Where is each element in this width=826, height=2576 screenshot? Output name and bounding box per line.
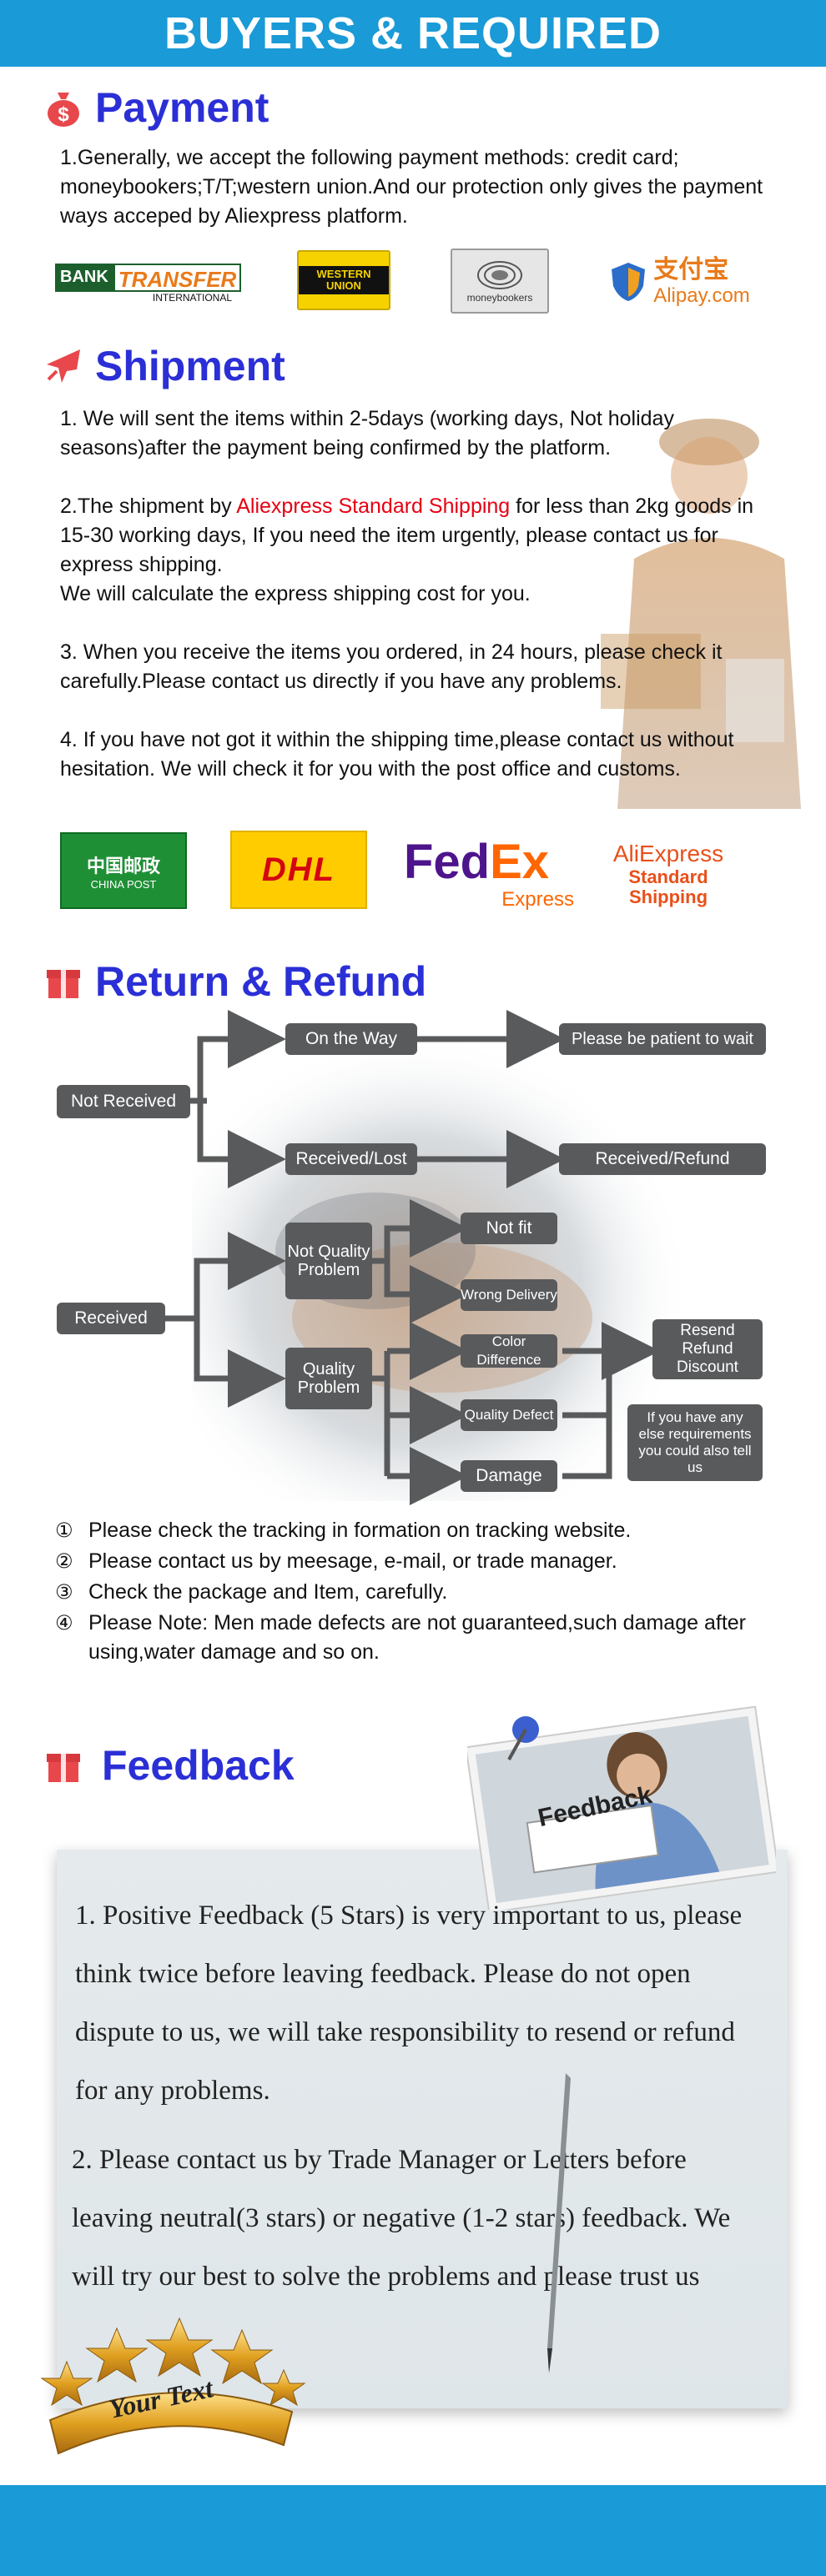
feedback-p2: 2. Please contact us by Trade Manager or… <box>72 2145 731 2292</box>
alipay-cn-label: 支付宝 <box>653 255 729 284</box>
shipment-p2-after: for less than 2kg goods in 15-30 working… <box>60 495 754 576</box>
bank-transfer-subtitle: INTERNATIONAL <box>152 292 232 304</box>
aliexpress-label: AliExpress <box>612 841 724 866</box>
shipment-p2: 2.The shipment by Aliexpress Standard Sh… <box>60 492 769 609</box>
node-other-requirements: If you have any else requirements you co… <box>627 1404 763 1481</box>
refund-note: ① Please check the tracking in formation… <box>55 1516 789 1545</box>
payment-title: Payment <box>95 84 269 131</box>
refund-note: ④ Please Note: Men made defects are not … <box>55 1609 789 1667</box>
node-not-quality-problem: Not Quality Problem <box>285 1223 372 1299</box>
note-number: ④ <box>55 1611 73 1634</box>
note-number: ② <box>55 1549 73 1573</box>
shipment-p1: 1. We will sent the items within 2-5days… <box>60 407 674 459</box>
ali-standard-label: Standard <box>628 866 708 887</box>
china-post-logo: 中国邮政 CHINA POST <box>60 832 187 909</box>
shipment-p2-line2: We will calculate the express shipping c… <box>60 582 531 605</box>
note-text: Please contact us by meesage, e-mail, or… <box>88 1549 617 1573</box>
refund-section-header: Return & Refund <box>43 957 426 1006</box>
gift-box-icon <box>43 962 83 1002</box>
shipment-p2-highlight: Aliexpress Standard Shipping <box>236 495 511 518</box>
node-resend-refund-discount: Resend Refund Discount <box>652 1319 763 1379</box>
fedex-express-label: Express <box>501 888 574 911</box>
moneybookers-icon <box>477 261 522 289</box>
node-quality-problem: Quality Problem <box>285 1348 372 1409</box>
china-post-label: CHINA POST <box>90 877 157 891</box>
shipment-p2-before: 2.The shipment by <box>60 495 237 518</box>
node-quality-defect: Quality Defect <box>461 1399 557 1431</box>
shipment-p3: 3. When you receive the items you ordere… <box>60 640 723 693</box>
payment-text: 1.Generally, we accept the following pay… <box>60 146 763 228</box>
fedex-logo: FedEx Express <box>404 832 587 916</box>
western-union-label: WESTERN UNION <box>299 266 389 294</box>
payment-section-header: $ Payment <box>43 83 269 132</box>
fedex-ex-label: Ex <box>490 835 550 889</box>
feedback-title: Feedback <box>102 1742 295 1789</box>
svg-text:$: $ <box>58 103 69 126</box>
shield-icon <box>612 263 646 301</box>
courier-illustration <box>601 419 801 809</box>
dhl-logo: DHL <box>230 831 367 909</box>
refund-note: ② Please contact us by meesage, e-mail, … <box>55 1547 789 1576</box>
node-on-the-way: On the Way <box>285 1023 417 1055</box>
dhl-label: DHL <box>261 851 336 888</box>
node-received-refund: Received/Refund <box>559 1143 766 1175</box>
note-number: ③ <box>55 1580 73 1604</box>
refund-note: ③ Check the package and Item, carefully. <box>55 1578 789 1607</box>
node-damage: Damage <box>461 1460 557 1492</box>
pen-illustration <box>547 2073 571 2373</box>
footer-bar <box>0 2485 826 2576</box>
feedback-person-illustration <box>467 1705 776 1910</box>
node-not-fit: Not fit <box>461 1213 557 1244</box>
western-union-logo: WESTERN UNION <box>297 250 390 310</box>
ali-shipping-label: Shipping <box>628 886 708 907</box>
aliexpress-shipping-logo: AliExpress Standard Shipping <box>597 834 739 914</box>
moneybookers-label: moneybookers <box>466 292 533 304</box>
feedback-p1: 1. Positive Feedback (5 Stars) is very i… <box>75 1901 743 2106</box>
bank-transfer-logo: BANK TRANSFER INTERNATIONAL <box>55 260 244 307</box>
node-wrong-delivery: Wrong Delivery <box>461 1279 557 1311</box>
refund-flow-arrows <box>165 1010 660 1505</box>
alipay-label: Alipay.com <box>653 284 750 307</box>
shipment-section-header: Shipment <box>43 342 285 390</box>
refund-title: Return & Refund <box>95 958 427 1005</box>
gift-box-icon <box>43 1745 83 1785</box>
header-banner: BUYERS & REQUIRED <box>0 0 826 67</box>
node-color-difference: Color Difference <box>461 1333 557 1368</box>
fedex-fed-label: Fed <box>404 835 491 889</box>
star-badge <box>40 2317 306 2455</box>
note-number: ① <box>55 1519 73 1542</box>
note-text: Please Note: Men made defects are not gu… <box>88 1611 746 1664</box>
alipay-logo: 支付宝 Alipay.com <box>592 250 768 314</box>
airplane-icon <box>43 346 83 386</box>
node-received-lost: Received/Lost <box>285 1143 417 1175</box>
china-post-cn-label: 中国邮政 <box>86 856 160 877</box>
refund-notes: ① Please check the tracking in formation… <box>55 1516 789 1669</box>
note-text: Please check the tracking in formation o… <box>88 1519 632 1542</box>
money-bag-icon: $ <box>43 88 83 128</box>
shipment-title: Shipment <box>95 343 285 389</box>
node-received: Received <box>57 1303 165 1334</box>
node-be-patient: Please be patient to wait <box>559 1023 766 1055</box>
feedback-card <box>57 1850 788 2408</box>
banner-title: BUYERS & REQUIRED <box>164 8 662 58</box>
feedback-section-header: Feedback <box>43 1741 295 1790</box>
node-not-received: Not Received <box>57 1085 190 1118</box>
shipment-p4: 4. If you have not got it within the shi… <box>60 728 734 781</box>
moneybookers-logo: moneybookers <box>451 249 549 314</box>
note-text: Check the package and Item, carefully. <box>88 1580 448 1604</box>
